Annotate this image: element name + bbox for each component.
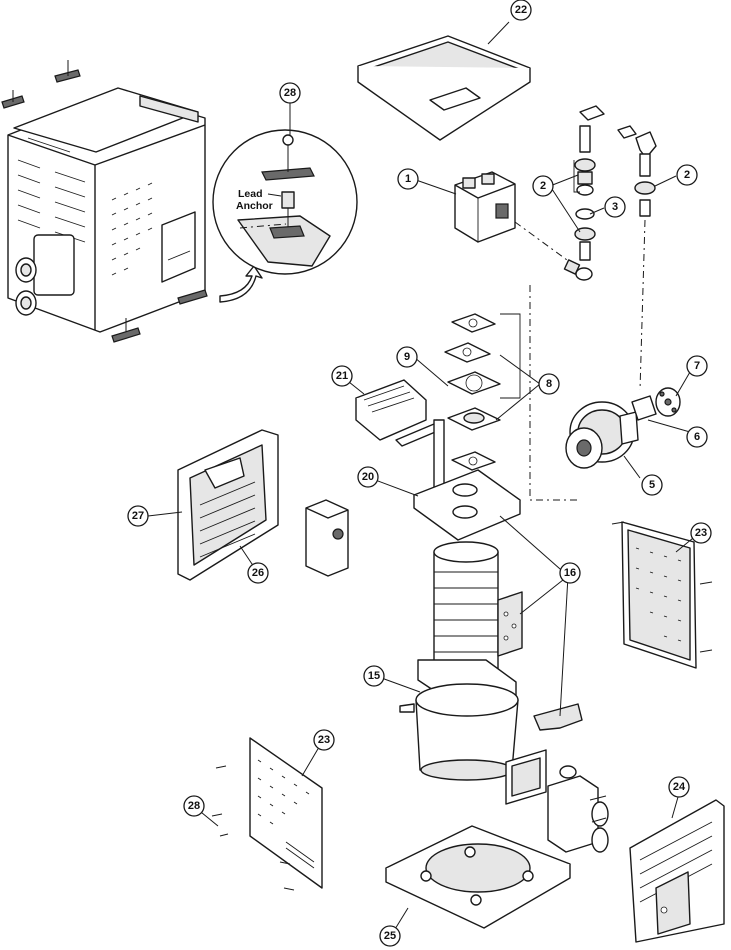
valve-fittings-small <box>563 259 593 281</box>
flue-baffle <box>533 703 583 731</box>
assembled-heater <box>1 60 208 343</box>
vent-duct <box>355 379 427 441</box>
svg-text:20: 20 <box>362 471 374 483</box>
callout-21: 21 <box>331 365 353 387</box>
callout-24: 24 <box>668 776 690 798</box>
svg-text:8: 8 <box>546 378 552 390</box>
gas-fittings-right <box>617 125 657 217</box>
front-panel-right <box>621 521 697 669</box>
svg-text:6: 6 <box>694 431 700 443</box>
svg-text:24: 24 <box>673 781 686 793</box>
callout-5: 5 <box>641 474 663 496</box>
svg-text:16: 16 <box>564 567 576 579</box>
lead-anchor-label-line2: Anchor <box>236 200 273 212</box>
panel-screws <box>211 521 713 891</box>
callout-25: 25 <box>379 925 401 947</box>
heat-exchanger <box>433 541 523 681</box>
front-panel-left <box>249 737 323 889</box>
lead-anchor-detail: Lead Anchor <box>212 129 358 275</box>
callout-27: 27 <box>127 505 149 527</box>
callout-28-detail: 28 <box>279 82 301 104</box>
svg-text:2: 2 <box>684 169 690 181</box>
gas-fittings-left <box>573 105 605 261</box>
gasket-stack <box>444 285 578 501</box>
control-box <box>305 499 349 577</box>
svg-text:5: 5 <box>649 479 655 491</box>
callout-22: 22 <box>510 0 532 21</box>
gas-fittings-centerline <box>639 219 646 391</box>
callout-7: 7 <box>686 355 708 377</box>
svg-text:23: 23 <box>695 527 707 539</box>
base <box>385 825 571 929</box>
callout-6: 6 <box>686 426 708 448</box>
callout-3: 3 <box>604 196 626 218</box>
callout-1: 1 <box>397 168 419 190</box>
rear-panel <box>629 799 725 943</box>
svg-text:2: 2 <box>540 180 546 192</box>
heater-side-vents <box>111 182 196 283</box>
callout-28-lower: 28 <box>183 795 205 817</box>
svg-text:1: 1 <box>405 173 411 185</box>
blower <box>565 401 639 469</box>
air-intake-fitting <box>631 387 681 421</box>
detail-arrow <box>219 265 263 303</box>
gas-valve <box>454 171 516 243</box>
burner-tray <box>413 469 521 541</box>
svg-text:27: 27 <box>132 510 144 522</box>
callout-23-upper: 23 <box>690 522 712 544</box>
callout-9: 9 <box>396 346 418 368</box>
callout-2-left: 2 <box>532 175 554 197</box>
heater-front-louvers <box>17 159 86 243</box>
top-panel <box>357 35 531 141</box>
water-manifold <box>505 749 609 853</box>
svg-text:15: 15 <box>368 670 380 682</box>
callout-2-right: 2 <box>676 164 698 186</box>
heater-anchor-screws <box>1 60 208 343</box>
callout-15: 15 <box>363 665 385 687</box>
svg-text:7: 7 <box>694 360 700 372</box>
lead-anchor-label-line1: Lead <box>238 188 263 200</box>
svg-text:3: 3 <box>612 201 618 213</box>
svg-text:22: 22 <box>515 4 527 16</box>
callout-20: 20 <box>357 466 379 488</box>
svg-text:25: 25 <box>384 930 396 942</box>
svg-text:26: 26 <box>252 567 264 579</box>
heater-pipe-connections <box>15 234 75 316</box>
svg-text:28: 28 <box>188 800 200 812</box>
callout-8: 8 <box>538 373 560 395</box>
gas-valve-centerline <box>514 221 579 269</box>
combustion-chamber <box>399 659 519 781</box>
callout-26: 26 <box>247 562 269 584</box>
callout-23-lower: 23 <box>313 729 335 751</box>
svg-text:21: 21 <box>336 370 348 382</box>
svg-text:23: 23 <box>318 734 330 746</box>
side-panel-left <box>177 429 279 581</box>
svg-text:28: 28 <box>284 87 296 99</box>
svg-text:9: 9 <box>404 351 410 363</box>
leader-lines <box>147 21 699 935</box>
callout-16: 16 <box>559 562 581 584</box>
